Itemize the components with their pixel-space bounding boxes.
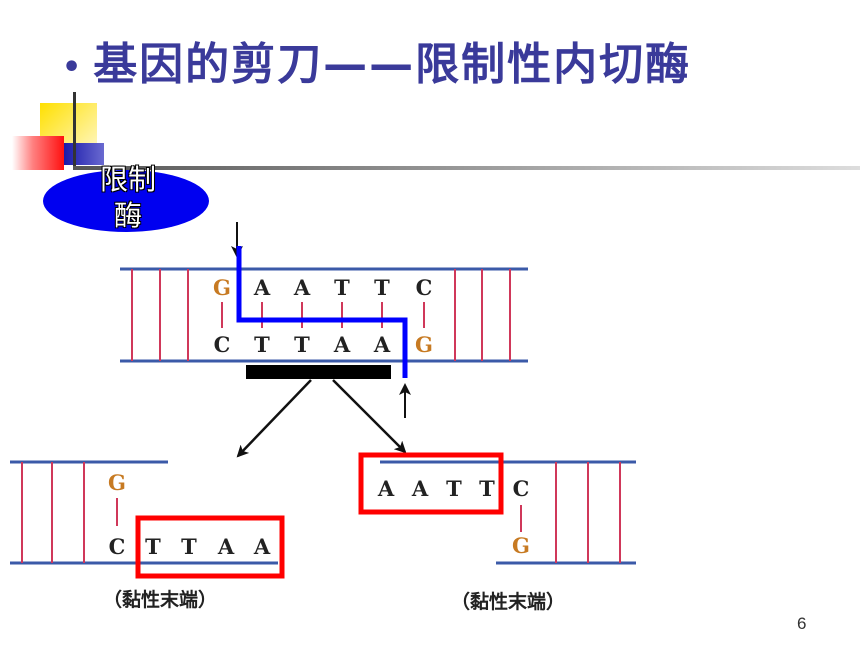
left-bottom-base-2: T [145, 534, 161, 559]
right-top-base-2: A [411, 476, 429, 501]
right-top-base-1: A [377, 476, 395, 501]
top-dna-pair-bonds [221, 302, 425, 328]
left-top-base: G [108, 470, 126, 495]
decor-red-gradient [12, 136, 64, 170]
enzyme-ellipse [43, 170, 209, 232]
right-side-bonds [555, 462, 621, 563]
right-sticky-end-box [358, 452, 504, 515]
left-bottom-base-3: T [181, 534, 197, 559]
page-number: 6 [797, 614, 807, 633]
top-base-4: T [334, 275, 350, 300]
left-side-bonds [21, 462, 85, 563]
top-base-5: T [374, 275, 390, 300]
enzyme-label-line2: 酶 [113, 199, 142, 232]
split-arrow-left [236, 379, 312, 458]
left-bottom-base-4: A [217, 534, 235, 559]
slide-title: •基因的剪刀——限制性内切酶 [62, 28, 691, 92]
left-bottom-base-5: A [253, 534, 271, 559]
bottom-base-6: G [415, 332, 433, 357]
top-dna-side-bonds [131, 269, 511, 361]
right-bottom-base: G [512, 533, 530, 558]
top-dna-molecule: G A A T T C C T T A A G [120, 267, 528, 363]
bottom-base-4: A [333, 332, 351, 357]
decor-horizontal-line [73, 166, 860, 170]
split-arrow-right [332, 379, 407, 454]
left-caption: （黏性末端） [103, 588, 217, 611]
enzyme-label-line1: 限制 [99, 163, 156, 196]
decor-vertical-line [73, 92, 76, 170]
right-top-base-5: C [513, 476, 530, 501]
right-top-base-4: T [479, 476, 495, 501]
top-base-1: G [213, 275, 231, 300]
bottom-base-3: T [294, 332, 310, 357]
top-base-3: A [293, 275, 311, 300]
left-sticky-end-box [135, 515, 285, 579]
title-bullet: • [62, 49, 84, 85]
bottom-base-5: A [373, 332, 391, 357]
bottom-base-2: T [254, 332, 270, 357]
left-fragment: G C T T A A （黏性末端） [10, 460, 285, 611]
top-base-6: C [416, 275, 433, 300]
title-text: 基因的剪刀——限制性内切酶 [93, 39, 692, 90]
enzyme-bar [246, 365, 391, 379]
right-caption: （黏性末端） [451, 590, 565, 613]
cut-path [236, 246, 408, 378]
bottom-strand-bases: C T T A A G [214, 332, 433, 357]
left-bottom-base-1: C [109, 534, 126, 559]
right-top-base-3: T [446, 476, 462, 501]
bottom-base-1: C [214, 332, 231, 357]
top-strand-bases: G A A T T C [213, 275, 432, 300]
right-fragment: A A T T C G （黏性末端） [358, 452, 636, 613]
enzyme-label: 限制 酶 [88, 162, 168, 234]
top-base-2: A [253, 275, 271, 300]
